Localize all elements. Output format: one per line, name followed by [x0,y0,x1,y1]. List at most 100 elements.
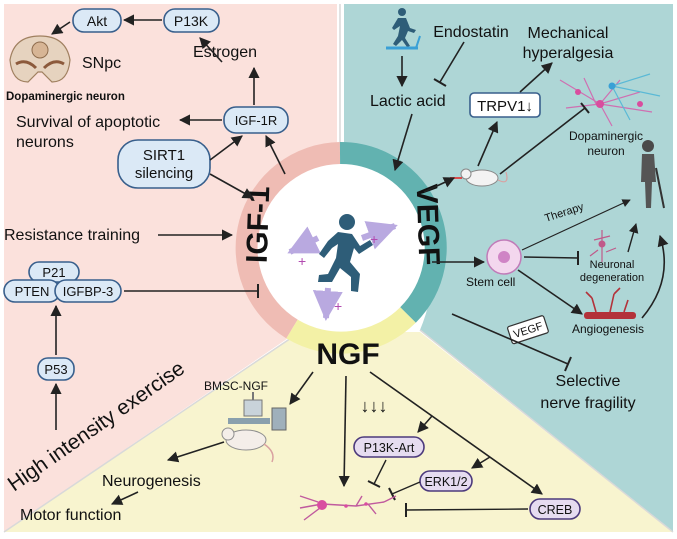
ngf-section: BMSC-NGF Neurogenesis Motor function ↓↓↓… [20,371,581,524]
creb-label: CREB [538,503,573,517]
arrow-angiogenesis-person [641,234,669,319]
igfbp3-bubble [54,279,122,303]
inhibit-erk-neuron-bar [388,487,396,501]
down-arrows-label: ↓↓↓ [361,396,388,416]
sirt1-line2: silencing [135,165,193,182]
hub-arrow-left [287,226,321,255]
p53-bubble [37,357,75,381]
bmsc-ngf-label: BMSC-NGF [204,379,268,393]
trpv1-box [469,92,541,118]
panel-divider-left [3,331,301,533]
ngf-ring-segment [286,306,416,354]
neuron-icon [299,495,397,521]
erk-label: ERK1/2 [424,475,467,489]
vegf-tag: VEGF [507,315,549,345]
inhibit-vegf-fragility [451,313,569,365]
treadmill-icon [386,8,421,50]
inhibit-vegf-fragility-bar [564,356,572,372]
inhibit-p13kart-neuron-bar [367,480,381,488]
p13k-label: P13K [174,13,209,29]
pten-label: PTEN [15,284,50,299]
panel-divider-right [419,329,674,533]
inhibit-mouse-neuron [499,107,586,175]
stem-cell-nucleus [498,251,510,263]
motor-function-label: Motor function [20,507,121,524]
p53-label: P53 [44,362,67,377]
mechanical-line1: Mechanical [528,25,609,42]
hub-arrow-right [360,221,398,250]
arrow-lactic-hub [392,113,413,172]
ngf-label: NGF [316,338,379,371]
plus-sign-left: + [298,253,306,269]
lab-rat-icon [221,392,287,463]
sirt1-line1: SIRT1 [143,147,185,164]
inhibit-p13kart-neuron [373,459,387,485]
arrow-hub-neuron [338,375,350,488]
igf-ring-segment [235,142,341,339]
inhibit-erk-neuron [391,481,421,495]
arrow-degeneration-person [627,223,639,253]
arrow-estrogen-p13k [199,37,223,63]
estrogen-label: Estrogen [193,44,257,61]
arrow-trpv1-hyperalgesia [519,62,553,93]
akt-bubble [72,8,122,33]
arrow-to-p13kart [417,415,433,433]
p13kart-bubble [353,436,425,458]
elderly-person-icon [641,140,665,209]
akt-label: Akt [87,13,107,29]
igf1r-bubble [223,106,289,134]
arrow-to-erk [471,456,491,469]
igf1-label: IGF-1 [241,186,277,264]
plus-sign-down: + [334,298,342,314]
inhibit-creb-neuron [405,508,529,511]
ngf-panel [4,332,673,532]
plus-sign-right: + [370,231,378,247]
igf1r-label: IGF-1R [235,113,278,128]
neuron-network-icon [559,73,661,127]
neuronal-line2: degeneration [580,272,644,284]
inhibit-endostatin-bar [433,78,447,87]
inhibit-mouse-neuron-bar [580,102,590,114]
running-person-icon [318,214,373,292]
degenerating-neuron-icon [589,230,617,262]
endostatin-label: Endostatin [433,24,509,41]
arrow-rat-neurogenesis [166,441,225,463]
dopa-neuron-line1: Dopaminergic [569,129,643,143]
stem-cell-label: Stem cell [466,275,515,289]
dopa-neuron-line2: neuron [587,144,624,158]
arrow-sirt1-hub [209,173,254,199]
angiogenesis-label: Angiogenesis [572,322,644,336]
inhibit-endostatin [439,41,465,83]
erk-bubble [419,470,473,492]
sirt1-bubble [117,139,211,189]
hub: IGF-1 VEGF NGF + + + [235,141,447,371]
fragility-line2: nerve fragility [540,395,635,412]
vegf-label: VEGF [410,183,446,266]
arrow-neurogenesis-motor [110,491,139,505]
neurogenesis-label: Neurogenesis [102,473,201,490]
igf-panel [4,4,337,532]
blood-vessel-icon [584,287,636,319]
survival-line1: Survival of apoptotic [16,114,160,131]
arrow-stemcell-therapy [521,199,631,251]
arrow-hub-mouse [423,177,456,193]
arrow-hub-igf1r [265,134,286,175]
neuronal-line1: Neuronal [590,259,635,271]
mechanical-line2: hyperalgesia [523,45,614,62]
mouse-icon [450,168,508,187]
resistance-training-label: Resistance training [4,227,140,244]
inhibit-stemcell-degeneration [523,256,579,259]
arrow-stemcell-angiogenesis [517,269,583,315]
trpv1-label: TRPV1↓ [477,98,533,115]
fragility-line1: Selective [556,373,621,390]
p13k-bubble [163,8,220,33]
vegf-ring-segment [339,141,447,323]
dopaminergic-neuron-caption: Dopaminergic neuron [6,91,125,103]
igfbp3-label: IGFBP-3 [63,284,114,299]
creb-bubble [529,498,581,520]
arrow-hub-bmsc [289,371,314,405]
hub-arrow-down [312,287,343,321]
p21-label: P21 [42,265,65,280]
arrow-hub-creb [369,371,543,495]
